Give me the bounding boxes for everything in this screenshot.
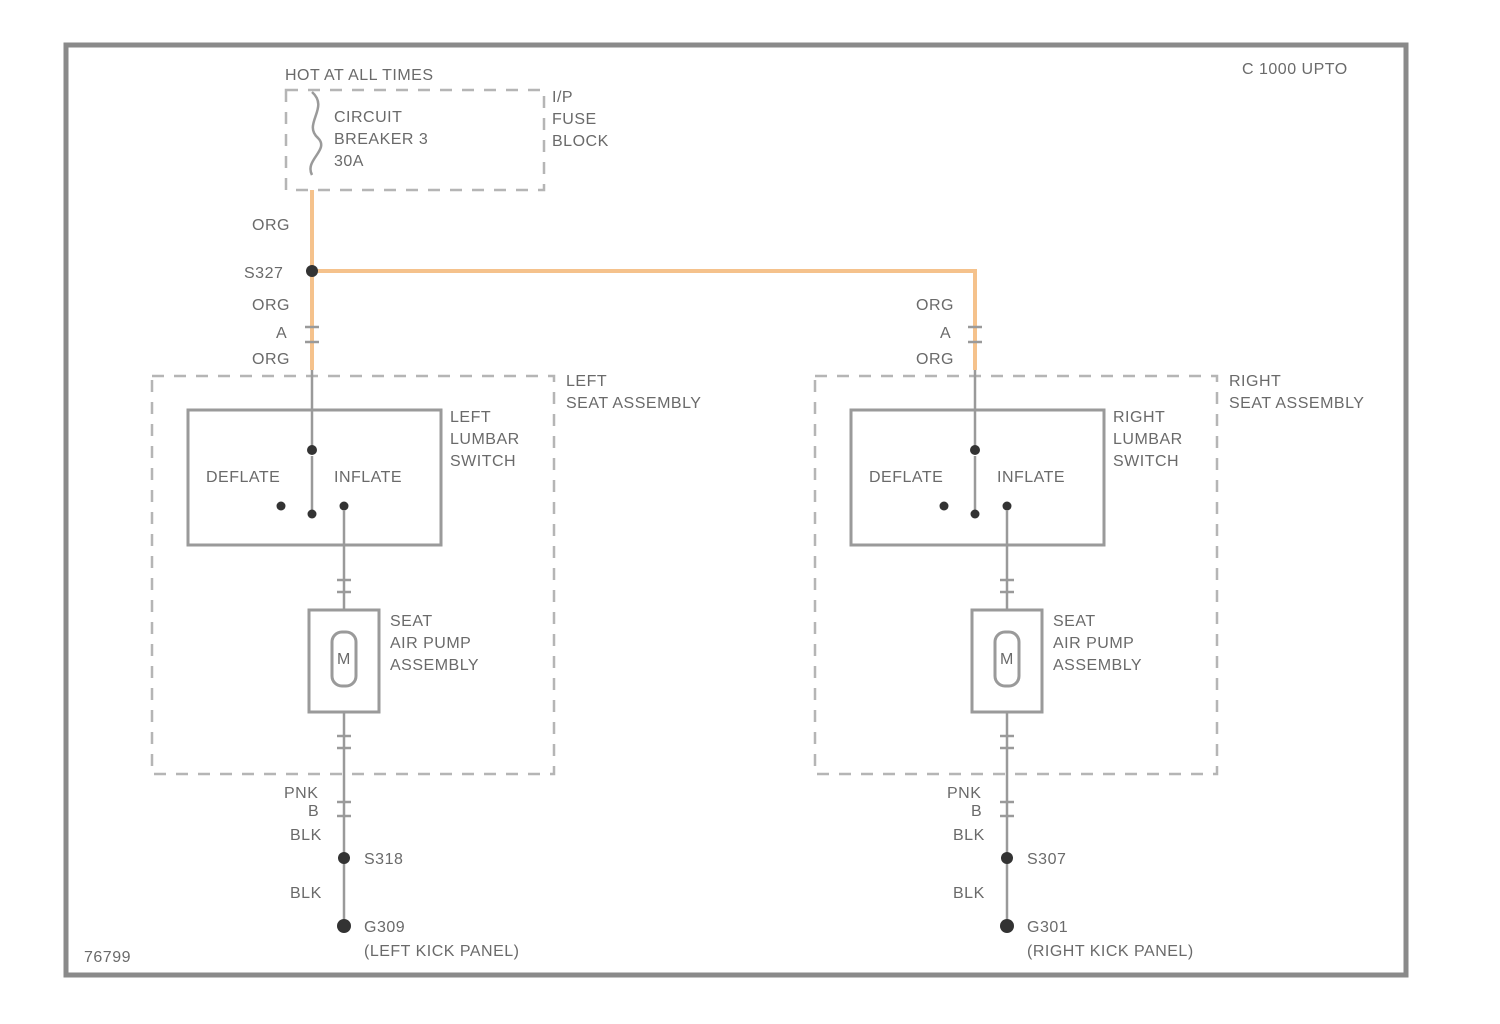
left-pump-line-3: ASSEMBLY <box>390 657 479 674</box>
right-org-wire <box>312 271 975 370</box>
left-center-contact <box>308 510 317 519</box>
right-splice-dot <box>1001 852 1013 864</box>
left-switch-line-3: SWITCH <box>450 453 516 470</box>
left-motor-label: M <box>337 651 351 668</box>
left-pump-line-2: AIR PUMP <box>390 635 471 652</box>
breaker-line-3: 30A <box>334 153 364 170</box>
left-seat-assembly: LEFT SEAT ASSEMBLY LEFT LUMBAR SWITCH DE… <box>152 370 701 930</box>
left-inflate-contact <box>340 502 349 511</box>
breaker-line-1: CIRCUIT <box>334 109 402 126</box>
right-switch-line-1: RIGHT <box>1113 409 1165 426</box>
right-inflate-contact <box>1003 502 1012 511</box>
left-wire-blk-1: BLK <box>290 827 322 844</box>
connector-a-left: A <box>276 325 287 342</box>
connector-a-right: A <box>940 325 951 342</box>
left-splice-label: S318 <box>364 851 403 868</box>
right-switch-line-2: LUMBAR <box>1113 431 1183 448</box>
right-deflate-contact <box>940 502 949 511</box>
right-pump-line-1: SEAT <box>1053 613 1096 630</box>
right-connector-b: B <box>971 803 982 820</box>
right-center-contact <box>971 510 980 519</box>
right-switch-common-contact <box>970 445 980 455</box>
left-wire-blk-2: BLK <box>290 885 322 902</box>
left-switch-common-contact <box>307 445 317 455</box>
right-ground-label: G301 <box>1027 919 1068 936</box>
right-deflate-label: DEFLATE <box>869 469 943 486</box>
left-assembly-line-1: LEFT <box>566 373 607 390</box>
right-splice-label: S307 <box>1027 851 1066 868</box>
right-pump-line-3: ASSEMBLY <box>1053 657 1142 674</box>
fuse-block-line-2: FUSE <box>552 111 597 128</box>
right-seat-assembly: RIGHT SEAT ASSEMBLY RIGHT LUMBAR SWITCH … <box>815 370 1364 930</box>
wire-color-org-4: ORG <box>916 297 954 314</box>
fuse-block-line-1: I/P <box>552 89 573 106</box>
left-deflate-label: DEFLATE <box>206 469 280 486</box>
fuse-block-line-3: BLOCK <box>552 133 609 150</box>
left-wire-pnk: PNK <box>284 785 318 802</box>
right-wire-pnk: PNK <box>947 785 981 802</box>
left-assembly-line-2: SEAT ASSEMBLY <box>566 395 701 412</box>
left-ground-label: G309 <box>364 919 405 936</box>
left-ground-icon <box>337 919 351 933</box>
diagram-frame <box>66 45 1406 975</box>
right-assembly-line-1: RIGHT <box>1229 373 1281 390</box>
wire-color-org-5: ORG <box>916 351 954 368</box>
left-pump-line-1: SEAT <box>390 613 433 630</box>
left-deflate-contact <box>277 502 286 511</box>
splice-top-label: S327 <box>244 265 283 282</box>
right-assembly-line-2: SEAT ASSEMBLY <box>1229 395 1364 412</box>
left-switch-line-1: LEFT <box>450 409 491 426</box>
right-ground-icon <box>1000 919 1014 933</box>
top-right-note: C 1000 UPTO <box>1242 61 1348 78</box>
left-ground-location: (LEFT KICK PANEL) <box>364 943 520 960</box>
right-wire-blk-1: BLK <box>953 827 985 844</box>
right-switch-line-3: SWITCH <box>1113 453 1179 470</box>
right-inflate-label: INFLATE <box>997 469 1065 486</box>
splice-dot-top <box>306 265 318 277</box>
wire-color-org-3: ORG <box>252 351 290 368</box>
left-connector-b: B <box>308 803 319 820</box>
left-inflate-label: INFLATE <box>334 469 402 486</box>
breaker-line-2: BREAKER 3 <box>334 131 428 148</box>
right-motor-label: M <box>1000 651 1014 668</box>
hot-at-all-times-label: HOT AT ALL TIMES <box>285 67 434 84</box>
wire-color-org-2: ORG <box>252 297 290 314</box>
circuit-breaker-symbol <box>310 92 321 175</box>
right-wire-blk-2: BLK <box>953 885 985 902</box>
left-switch-line-2: LUMBAR <box>450 431 520 448</box>
figure-id: 76799 <box>84 949 131 966</box>
right-pump-line-2: AIR PUMP <box>1053 635 1134 652</box>
left-splice-dot <box>338 852 350 864</box>
right-ground-location: (RIGHT KICK PANEL) <box>1027 943 1194 960</box>
wire-color-org-1: ORG <box>252 217 290 234</box>
